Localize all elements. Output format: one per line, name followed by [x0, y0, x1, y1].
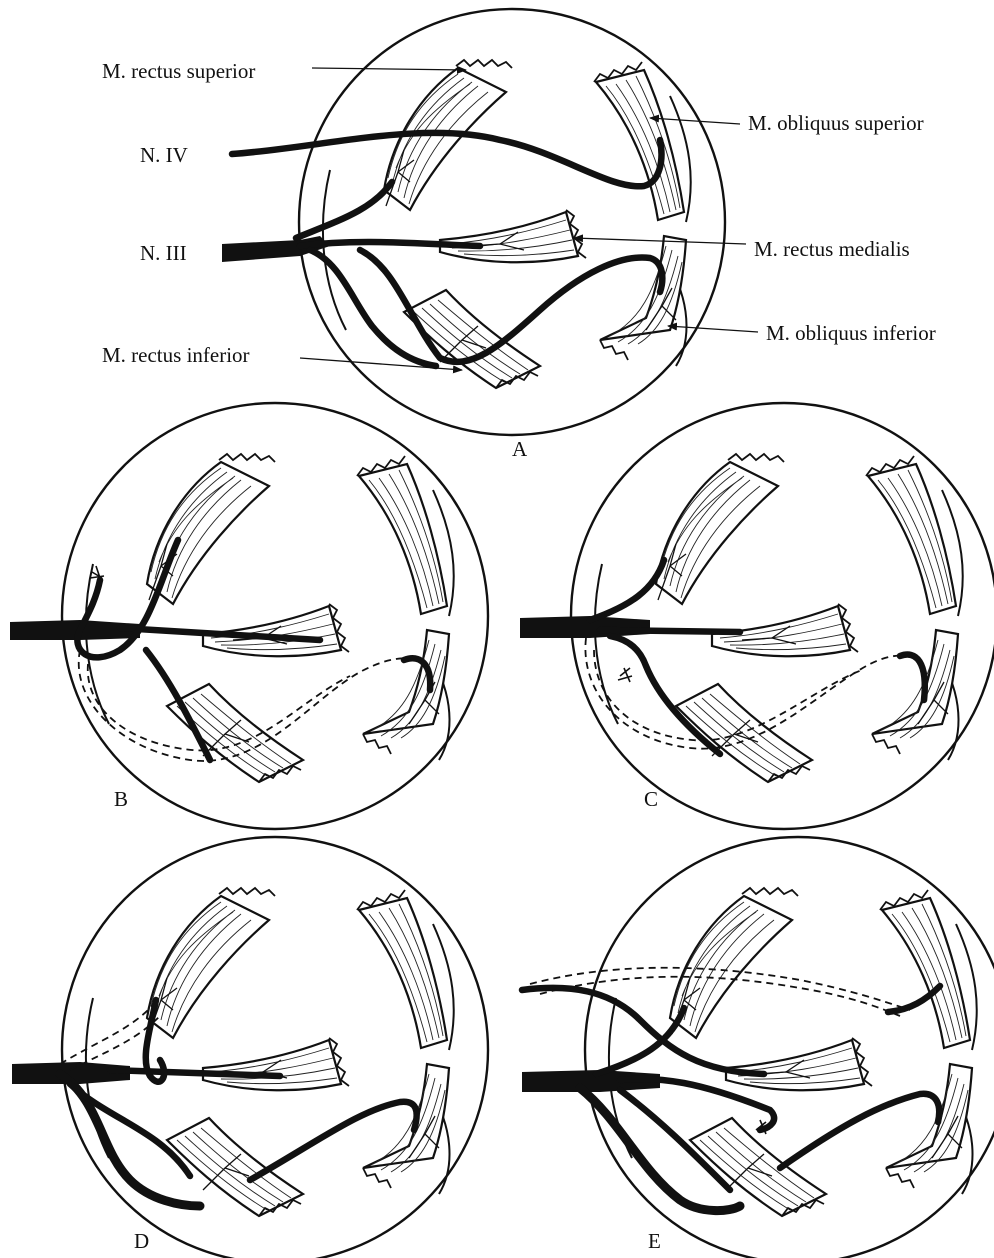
nerve-iii-medial-branch: [300, 242, 480, 246]
eye-circle-d: [62, 837, 488, 1258]
label-rectus-medialis: M. rectus medialis: [754, 237, 910, 261]
nerve-obinf2-d: [250, 1102, 417, 1180]
nerve-obinf-c: [900, 655, 925, 700]
panel-letter-c: C: [644, 787, 658, 811]
panel-d: D: [12, 837, 488, 1258]
label-obliquus-inferior: M. obliquus inferior: [766, 321, 936, 345]
nerve-medial-c: [600, 630, 740, 632]
leader-obliquus-inferior: [668, 326, 758, 332]
eye-circle-e: [585, 837, 994, 1258]
label-n-iv: N. IV: [140, 143, 188, 167]
label-n-iii: N. III: [140, 241, 187, 265]
panel-e: E: [522, 837, 994, 1258]
panel-letter-e: E: [648, 1229, 661, 1253]
label-obliquus-superior: M. obliquus superior: [748, 111, 924, 135]
eye-circle-c: [571, 403, 994, 829]
leader-rectus-medialis: [574, 238, 746, 244]
eye-circle-a: [299, 9, 725, 435]
eye-circle-b: [62, 403, 488, 829]
leader-rectus-superior: [312, 68, 466, 70]
nerve-obinf-d: [70, 1084, 190, 1176]
panel-letter-a: A: [512, 437, 528, 461]
label-rectus-superior: M. rectus superior: [102, 59, 255, 83]
dashed-path-d-1: [60, 1004, 154, 1064]
panel-letter-d: D: [134, 1229, 149, 1253]
panel-b: B: [10, 403, 488, 829]
suture-mark-c: [618, 668, 632, 682]
panel-a: M. rectus superior M. obliquus superior …: [102, 9, 936, 461]
label-rectus-inferior: M. rectus inferior: [102, 343, 250, 367]
nerve-iii-superior-branch: [296, 182, 392, 238]
panel-c: C: [520, 403, 994, 829]
nerve-trunk-c: [520, 616, 650, 638]
panel-letter-b: B: [114, 787, 128, 811]
nerve-iv-e: [522, 988, 764, 1074]
